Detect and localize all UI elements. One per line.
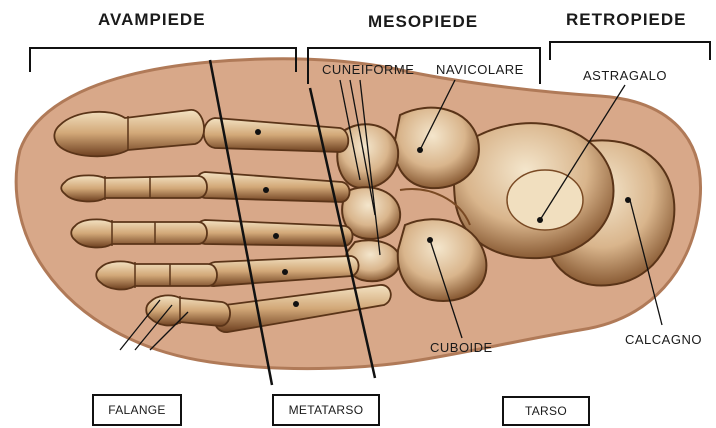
cuboid-label: CUBOIDE [430, 340, 493, 355]
navicular-bone [395, 108, 479, 188]
forefoot-header: AVAMPIEDE [98, 10, 206, 30]
midfoot-header: MESOPIEDE [368, 12, 478, 32]
hindfoot-bracket [550, 42, 710, 60]
hindfoot-header: RETROPIEDE [566, 10, 687, 30]
navicular-label: NAVICOLARE [436, 62, 524, 77]
metatarsus-box: METATARSO [272, 394, 380, 426]
talus-label: ASTRAGALO [583, 68, 667, 83]
calcaneus-label: CALCAGNO [625, 332, 702, 347]
cuneiform-label: CUNEIFORME [322, 62, 414, 77]
phalanges-box: FALANGE [92, 394, 182, 426]
tarsus-box: TARSO [502, 396, 590, 426]
